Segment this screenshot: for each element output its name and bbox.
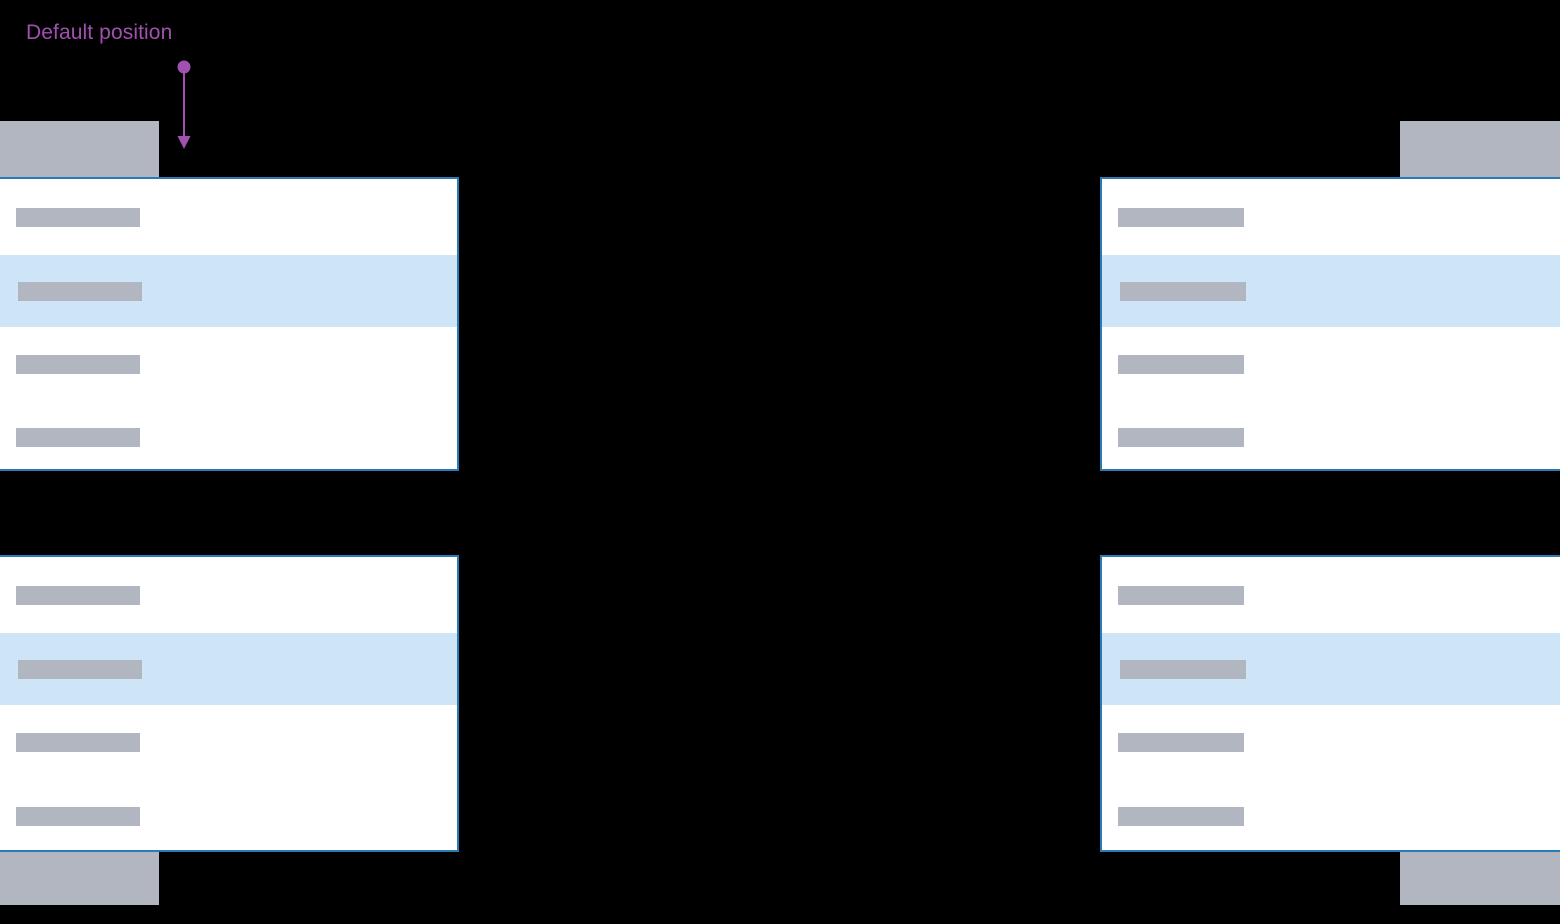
bottom-left-chrome [0,851,159,905]
placeholder-bar [1120,659,1246,679]
option-list [0,557,457,850]
list-item[interactable] [1102,557,1560,633]
placeholder-bar [1118,732,1244,752]
bottom-right-chrome [1400,851,1560,905]
placeholder-bar [18,281,142,301]
placeholder-bar [1118,807,1244,826]
placeholder-bar [16,427,140,447]
list-item[interactable] [0,401,457,469]
placeholder-bar [1120,281,1246,301]
list-item-selected[interactable] [0,255,457,327]
list-item[interactable] [1102,401,1560,469]
list-item[interactable] [1102,705,1560,779]
dropdown-panel-top-left[interactable] [0,177,459,471]
placeholder-bar [16,732,140,752]
list-item[interactable] [0,779,457,850]
dot-marker [177,60,191,74]
option-list [1102,179,1560,469]
placeholder-bar [18,659,142,679]
placeholder-bar [1118,585,1244,605]
list-item[interactable] [1102,779,1560,850]
top-left-chrome [0,121,159,178]
list-item[interactable] [0,705,457,779]
placeholder-bar [16,807,140,826]
placeholder-bar [1118,427,1244,447]
list-item-selected[interactable] [1102,633,1560,705]
list-item[interactable] [0,557,457,633]
placeholder-bar [16,207,140,227]
top-right-chrome [1400,121,1560,178]
list-item[interactable] [0,327,457,401]
list-item-selected[interactable] [0,633,457,705]
placeholder-bar [1118,354,1244,374]
list-item[interactable] [1102,179,1560,255]
dropdown-panel-bottom-left[interactable] [0,555,459,852]
list-item-selected[interactable] [1102,255,1560,327]
list-item[interactable] [0,179,457,255]
dropdown-panel-top-right[interactable] [1100,177,1560,471]
annotation-label-default-position: Default position [26,21,173,44]
dropdown-panel-bottom-right[interactable] [1100,555,1560,852]
arrow-down-icon [177,60,191,149]
option-list [1102,557,1560,850]
placeholder-bar [16,585,140,605]
placeholder-bar [1118,207,1244,227]
list-item[interactable] [1102,327,1560,401]
arrow-head [177,136,191,149]
placeholder-bar [16,354,140,374]
option-list [0,179,457,469]
